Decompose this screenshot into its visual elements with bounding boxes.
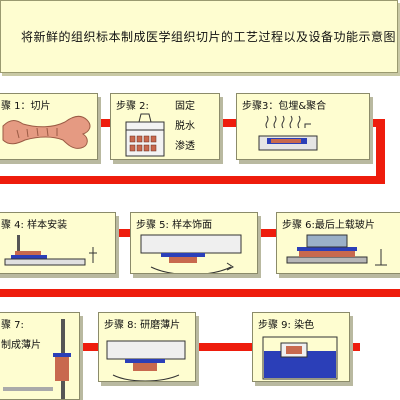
embedding-mold-icon [258,115,318,151]
pipe-right-down [376,119,385,184]
staining-bath-icon [262,336,338,380]
step-1-label: 骤 1：切片 [1,101,51,112]
grinding-machine-icon [106,340,186,381]
thin-section-saw-icon [3,319,71,399]
step-5-box: 步骤 5: 样本饰面 [130,212,258,274]
slide-loading-icon [286,234,387,266]
step-2-infiltrate: 渗透 [175,141,195,152]
step-2-fix: 固定 [175,101,195,112]
step-3-label: 步骤3：包埋&聚合 [242,101,327,112]
step-4-box: 骤 4: 样本安装 [0,212,116,274]
step-3-box: 步骤3：包埋&聚合 [236,93,370,160]
step-8-box: 步骤 8: 研磨薄片 [98,312,196,382]
facing-machine-icon [140,234,242,273]
step-2-dehydrate: 脱水 [175,121,195,132]
step-2-label: 步骤 2: [116,101,149,112]
fixation-container-icon [125,113,165,157]
title-box: 将新鲜的组织标本制成医学组织切片的工艺过程以及设备功能示意图 [0,0,398,73]
pipe-row1 [80,119,380,127]
step-6-box: 步骤 6:最后上载玻片 [276,212,400,274]
step-1-box: 骤 1：切片 [0,93,98,160]
pipe-connector-2 [0,289,400,297]
step-9-label: 步骤 9: 染色 [258,320,315,331]
step-8-label: 步骤 8: 研磨薄片 [104,320,181,331]
step-4-label: 骤 4: 样本安装 [1,220,68,231]
step-6-label: 步骤 6:最后上载玻片 [282,220,375,231]
step-7-box: 骤 7: 制成薄片 [0,312,80,400]
step-9-box: 步骤 9: 染色 [252,312,350,382]
pipe-row3 [60,343,360,351]
step-7-sub: 制成薄片 [1,340,41,351]
step-2-box: 步骤 2: 固定 脱水 渗透 [110,93,220,160]
diagram-title: 将新鲜的组织标本制成医学组织切片的工艺过程以及设备功能示意图 [21,30,397,44]
sample-mount-icon [4,235,97,266]
step-5-label: 步骤 5: 样本饰面 [136,220,213,231]
bone-tissue-icon [2,115,91,149]
step-7-label: 骤 7: [1,320,24,331]
pipe-connector-1 [0,176,385,184]
